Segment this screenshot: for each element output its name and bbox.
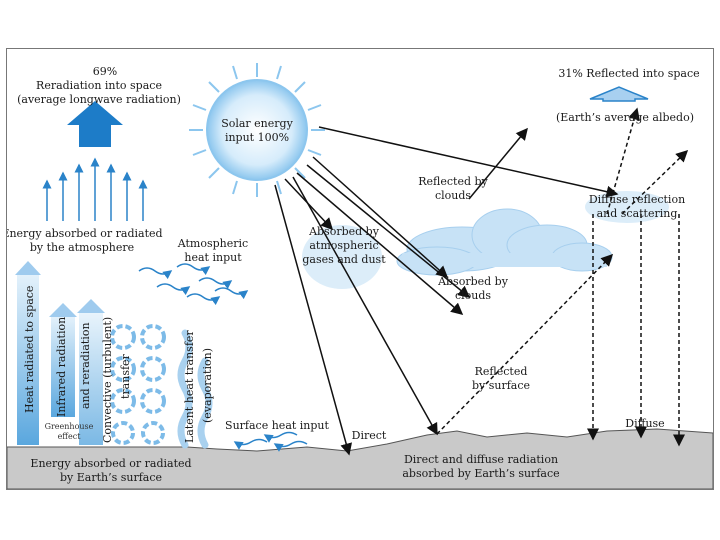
heat-radiated-column — [17, 275, 39, 445]
reradiation-column — [79, 313, 103, 445]
solar-label: Solar energy — [221, 117, 293, 130]
diffuse-reflection-label: Diffuse reflection — [589, 193, 685, 206]
diffuse-scatter-cloud-icon — [585, 191, 669, 223]
direct-label: Direct — [352, 429, 387, 442]
absorbed-clouds-label: Absorbed by — [437, 275, 509, 288]
reflected-surface-label: Reflected — [475, 365, 528, 378]
albedo-label: (Earth’s average albedo) — [556, 111, 694, 124]
infrared-label: Infrared radiation — [55, 317, 68, 417]
latent-label: Latent heat transfer — [183, 330, 196, 443]
energy-atm-label: Energy absorbed or radiated — [7, 227, 163, 240]
energy-surface-label-2: by Earth’s surface — [60, 471, 162, 484]
sun-icon — [189, 63, 325, 197]
reflected-clouds-label-2: clouds — [435, 189, 471, 202]
atmospheric-gas-blob — [302, 225, 382, 289]
absorbed-gases-label-3: gases and dust — [302, 253, 386, 266]
atmospheric-heat-arrows — [138, 263, 249, 306]
direct-diffuse-label: Direct and diffuse radiation — [404, 453, 558, 466]
heat-space-label: Heat radiated to space — [23, 286, 36, 413]
diagram-frame: 69% Reradiation into space (average long… — [6, 48, 714, 490]
atm-heat-label-2: heat input — [184, 251, 242, 264]
latent-label-2: (evaporation) — [201, 348, 214, 423]
greenhouse-label: Greenhouse — [45, 422, 94, 431]
latent-heat-icon — [177, 329, 213, 449]
absorbed-gases-label-2: atmospheric — [309, 239, 378, 252]
convective-loops-icon — [110, 324, 166, 445]
surface-heat-label: Surface heat input — [225, 419, 329, 432]
infrared-column — [51, 317, 75, 417]
surface-heat-arrows — [233, 431, 308, 452]
solar-label-2: input 100% — [225, 131, 289, 144]
reflected-space-label: 31% Reflected into space — [558, 67, 699, 80]
convective-label: Convective (turbulent) — [101, 317, 114, 443]
solar-rays — [274, 126, 619, 456]
energy-atm-label-2: by the atmosphere — [30, 241, 134, 254]
reradiation-pct: 69% — [93, 65, 117, 78]
atmosphere-upward-arrows — [42, 157, 148, 221]
atm-heat-label: Atmospheric — [177, 237, 248, 250]
absorbed-gases-label: Absorbed by — [308, 225, 380, 238]
reflected-rays — [436, 107, 689, 447]
diffuse-label: Diffuse — [625, 417, 664, 430]
reradiation-sub: (average longwave radiation) — [17, 93, 181, 106]
diffuse-reflection-label-2: and scattering — [597, 207, 678, 220]
convective-label-2: transfer — [119, 353, 132, 399]
reflected-surface-label-2: by surface — [472, 379, 530, 392]
greenhouse-label-2: effect — [58, 432, 82, 441]
reradiation-arrow-icon — [67, 101, 123, 147]
energy-budget-diagram: 69% Reradiation into space (average long… — [7, 63, 713, 489]
albedo-arrow-icon — [589, 86, 649, 102]
reflected-clouds-label: Reflected by — [418, 175, 488, 188]
reradiation-label: Reradiation into space — [36, 79, 162, 92]
energy-surface-label: Energy absorbed or radiated — [30, 457, 191, 470]
absorbed-clouds-label-2: clouds — [455, 289, 491, 302]
infrared-label-2: and reradiation — [79, 322, 92, 409]
direct-diffuse-label-2: absorbed by Earth’s surface — [402, 467, 559, 480]
earth-surface — [7, 428, 713, 489]
labels: 69% Reradiation into space (average long… — [7, 65, 700, 484]
